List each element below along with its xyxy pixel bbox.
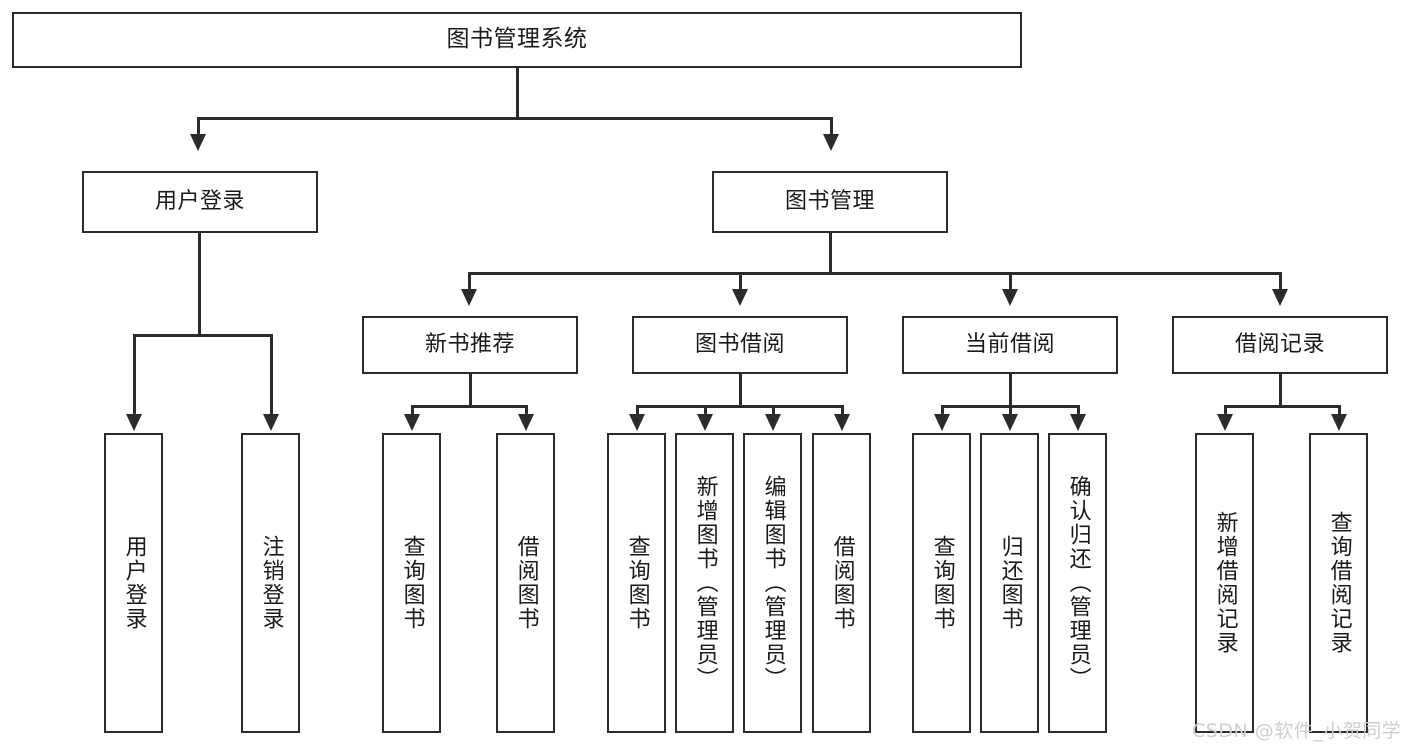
node-label: 新书推荐 [424,331,515,357]
connector-br-bar [1224,405,1340,408]
connector-cb-drop-2 [1009,405,1012,417]
arrowhead-book-borrow [732,289,748,306]
node-label: 归还图书 [997,535,1023,631]
node-label: 新增图书（管理员） [692,475,718,691]
node-label: 用户登录 [154,188,245,214]
connector-nbr-bar [411,405,528,408]
node-leaf-user-logout[interactable]: 注销登录 [241,433,300,733]
node-label: 注销登录 [258,535,284,631]
node-leaf-borrow-book-borrow[interactable]: 借阅图书 [812,433,871,733]
arrowhead-to-user-login [190,134,206,151]
node-label: 图书管理系统 [446,26,588,53]
node-label: 编辑图书（管理员） [760,475,786,691]
connector-cb-drop-1 [941,405,944,417]
node-label: 确认归还（管理员） [1065,475,1091,691]
arrowhead-leaf-return-book [1002,414,1018,431]
node-label: 当前借阅 [964,331,1055,357]
connector-br-drop-1 [1224,405,1227,417]
node-label: 查询图书 [399,535,425,631]
connector-br-drop-2 [1338,405,1341,417]
connector-user-login-bar [133,334,273,337]
node-label: 查询借阅记录 [1326,511,1352,655]
node-book-management[interactable]: 图书管理 [712,171,948,233]
connector-nbr-drop-2 [525,405,528,417]
node-leaf-return-book[interactable]: 归还图书 [980,433,1039,733]
watermark-csdn: CSDN @软件_小贺同学 [1192,720,1402,742]
connector-cb-trunk [1009,374,1012,406]
node-borrow-record[interactable]: 借阅记录 [1172,316,1388,374]
node-leaf-query-record[interactable]: 查询借阅记录 [1309,433,1368,733]
node-label: 图书管理 [784,188,875,214]
node-label: 查询图书 [624,535,650,631]
node-leaf-query-book-borrow[interactable]: 查询图书 [607,433,666,733]
node-leaf-confirm-return[interactable]: 确认归还（管理员） [1048,433,1107,733]
connector-user-login-drop-1 [133,334,136,417]
connector-bb-bar [636,405,843,408]
connector-bb-drop-1 [636,405,639,417]
node-leaf-query-book-recommend[interactable]: 查询图书 [382,433,441,733]
node-user-login[interactable]: 用户登录 [82,171,318,233]
node-new-book-recommend[interactable]: 新书推荐 [362,316,578,374]
arrowhead-current-borrow [1002,289,1018,306]
node-leaf-edit-book[interactable]: 编辑图书（管理员） [743,433,802,733]
node-book-borrow[interactable]: 图书借阅 [632,316,848,374]
arrowhead-leaf-add-record [1217,414,1233,431]
node-leaf-add-record[interactable]: 新增借阅记录 [1195,433,1254,733]
arrowhead-leaf-query-record [1331,414,1347,431]
arrowhead-leaf-borrow-book-1 [518,414,534,431]
node-label: 用户登录 [121,535,147,631]
node-label: 借阅记录 [1234,331,1325,357]
arrowhead-leaf-user-login [126,414,142,431]
connector-nbr-drop-1 [411,405,414,417]
node-leaf-borrow-book-recommend[interactable]: 借阅图书 [496,433,555,733]
arrowhead-leaf-query-book-1 [404,414,420,431]
connector-book-management-bar [468,272,1280,275]
connector-user-login-drop-2 [270,334,273,417]
arrowhead-borrow-record [1272,289,1288,306]
arrowhead-leaf-add-book [697,414,713,431]
connector-root-to-book-management [830,117,833,137]
connector-bb-drop-2 [704,405,707,417]
node-label: 借阅图书 [829,535,855,631]
connector-bb-drop-3 [772,405,775,417]
arrowhead-leaf-query-book-2 [629,414,645,431]
connector-root-bar [197,117,833,120]
node-label: 借阅图书 [513,535,539,631]
connector-nbr-trunk [469,374,472,406]
connector-root-to-user-login [197,117,200,137]
connector-user-login-trunk [198,233,201,335]
connector-bb-trunk [739,374,742,406]
arrowhead-to-book-management [823,134,839,151]
connector-book-management-trunk [829,233,832,273]
arrowhead-leaf-user-logout [263,414,279,431]
connector-br-trunk [1279,374,1282,406]
connector-root-trunk [516,68,519,118]
arrowhead-new-book-recommend [461,289,477,306]
connector-bm-drop-2 [739,272,742,292]
arrowhead-leaf-borrow-book-2 [834,414,850,431]
node-label: 新增借阅记录 [1212,511,1238,655]
node-leaf-query-book-current[interactable]: 查询图书 [912,433,971,733]
connector-cb-drop-3 [1077,405,1080,417]
node-leaf-add-book[interactable]: 新增图书（管理员） [675,433,734,733]
node-label: 查询图书 [929,535,955,631]
node-root-system[interactable]: 图书管理系统 [12,12,1022,68]
arrowhead-leaf-query-book-3 [934,414,950,431]
node-leaf-user-login[interactable]: 用户登录 [104,433,163,733]
arrowhead-leaf-edit-book [765,414,781,431]
connector-bm-drop-3 [1009,272,1012,292]
connector-bm-drop-1 [468,272,471,292]
arrowhead-leaf-confirm-return [1070,414,1086,431]
connector-bb-drop-4 [841,405,844,417]
node-label: 图书借阅 [694,331,785,357]
node-current-borrow[interactable]: 当前借阅 [902,316,1118,374]
connector-bm-drop-4 [1279,272,1282,292]
